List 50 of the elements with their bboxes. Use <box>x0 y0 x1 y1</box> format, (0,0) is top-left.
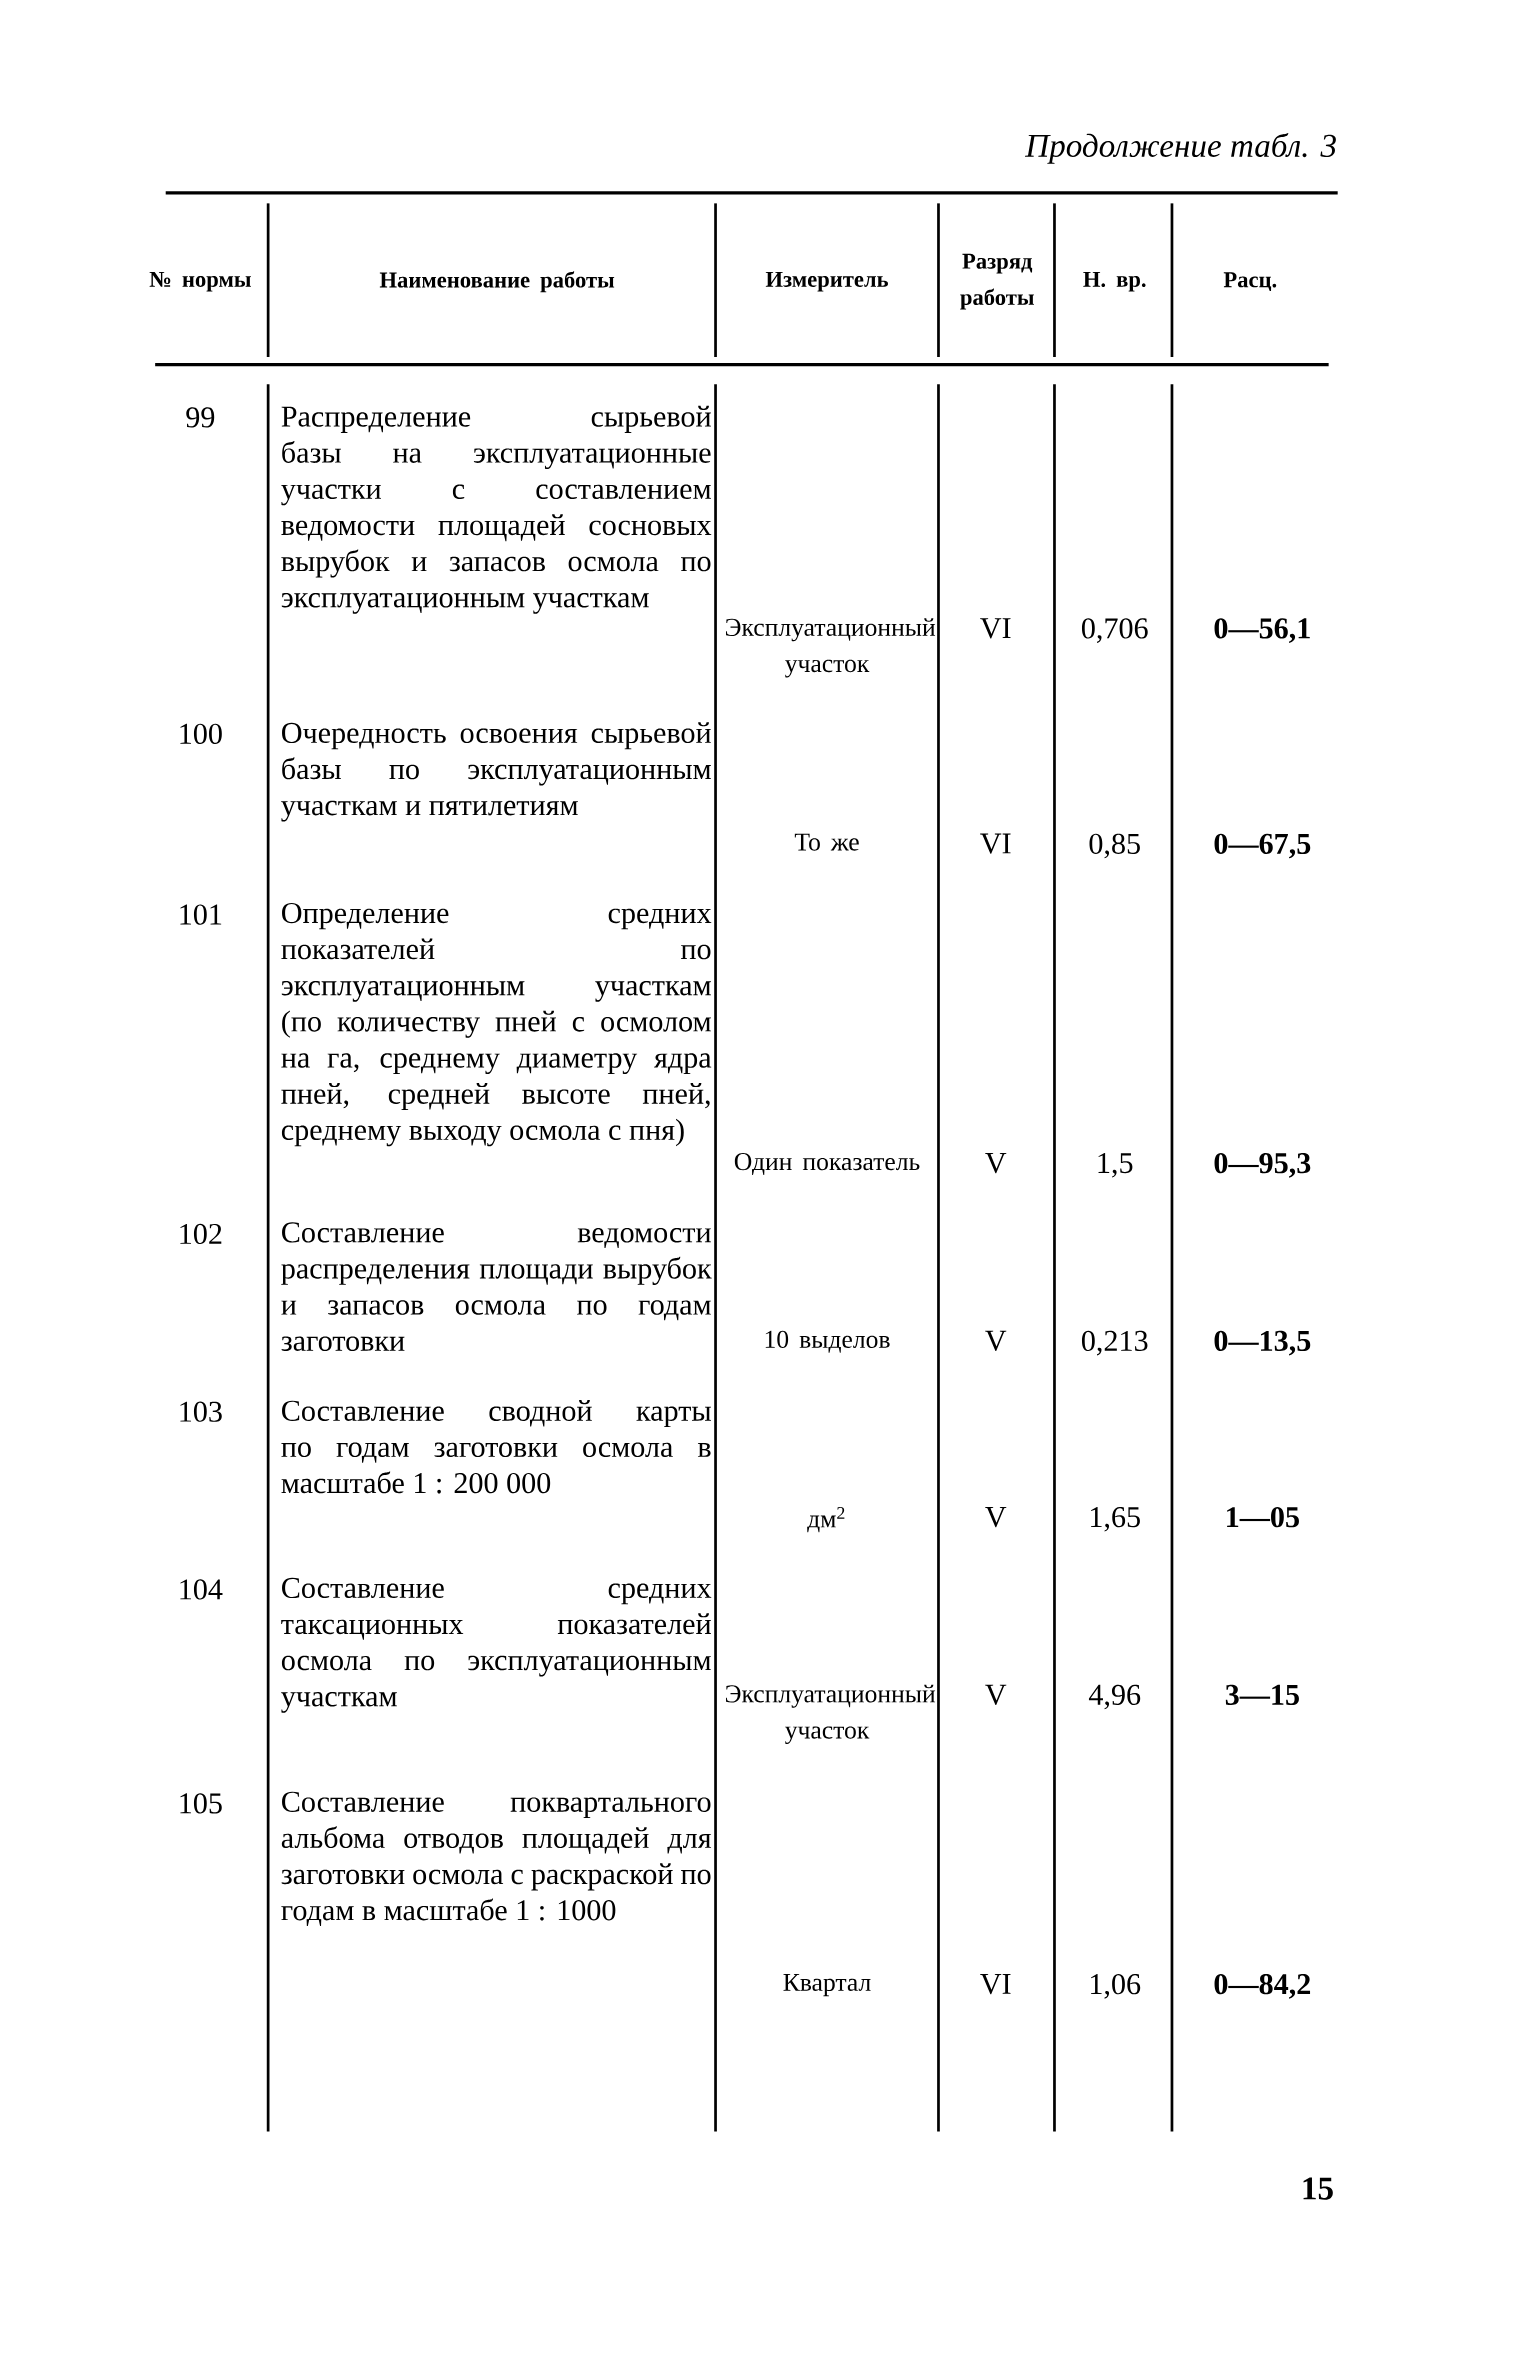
grade-text: V <box>984 1330 1007 1351</box>
norm-number: 102 <box>180 1223 222 1245</box>
time-value: 1,06 <box>1090 1974 1140 1999</box>
work-description: Распределение сырьевой базы на эксплуатационные участки с составлением ведомости площадей сосновых вырубок и запасов осмола по эксплуатационным участкам <box>280 405 711 614</box>
grade-text: VI <box>979 1973 1011 1995</box>
grade-text: V <box>984 1152 1007 1174</box>
norm-number: 104 <box>180 1579 223 1600</box>
time-value: 4,96 <box>1088 1684 1140 1710</box>
column-header: Измеритель <box>765 271 888 292</box>
unit-text: То же <box>794 833 859 851</box>
rate-value: 0—13,5 <box>1214 1330 1310 1356</box>
page-number: 15 <box>1303 2177 1333 2200</box>
column-header: Н. вр. <box>1083 271 1146 292</box>
unit-text: Эксплуатационный участок <box>725 618 935 678</box>
time-value: 0,85 <box>1089 833 1140 859</box>
norm-number: 103 <box>180 1401 222 1422</box>
grade-text: V <box>984 1684 1007 1705</box>
unit-text: Квартал <box>783 1973 871 1997</box>
unit-text: Эксплуатационный участок <box>725 1684 935 1744</box>
rate-value: 0—84,2 <box>1214 1974 1310 1999</box>
work-description: Определение средних показателей по эксплуатационным участкам (по количеству пней с осмолом на га, среднему диаметру ядра пней, средней высоте пней, среднему выходу осмола с пня) <box>281 902 711 1147</box>
running-header: Продолжение табл. 3 <box>1024 132 1336 164</box>
grade-text: V <box>984 1506 1007 1528</box>
time-value: 0,213 <box>1081 1330 1148 1356</box>
unit-text: 10 выделов <box>765 1330 890 1353</box>
rate-value: 0—95,3 <box>1214 1153 1311 1178</box>
rate-value: 3—15 <box>1225 1684 1299 1705</box>
column-header: Наименование работы <box>379 271 614 293</box>
grade-text: VI <box>979 618 1011 639</box>
time-value: 1,65 <box>1090 1507 1140 1532</box>
column-header: № нормы <box>149 271 251 292</box>
rate-value: 1—05 <box>1226 1507 1299 1528</box>
time-value: 1,5 <box>1098 1153 1133 1178</box>
time-value: 0,706 <box>1081 618 1148 643</box>
unit-text: дм$^{2}$ <box>806 1507 845 1533</box>
column-header: Расц. <box>1223 272 1276 292</box>
column-header: Разряд работы <box>960 253 1034 310</box>
work-description: Составление сводной карты по годам заготовки осмола в масштабе 1 : 200 000 <box>281 1400 711 1494</box>
work-description: Составление средних таксационных показателей осмола по эксплуатационным участкам <box>280 1577 711 1713</box>
work-description: Составление ведомости распределения площади вырубок и запасов осмола по годам заготовки <box>281 1222 712 1351</box>
work-description: Составление поквартального альбома отводов площадей для заготовки осмола с раскраской по годам в масштабе 1 : 1000 <box>281 1791 711 1926</box>
norm-number: 105 <box>180 1793 222 1814</box>
norm-number: 100 <box>180 723 222 744</box>
grade-text: VI <box>979 833 1011 854</box>
work-description: Очередность освоения сырьевой базы по эксплуатационным участкам и пятилетиям <box>280 722 711 822</box>
norm-number: 99 <box>186 407 214 428</box>
rate-value: 0—56,1 <box>1214 618 1310 643</box>
rate-value: 0—67,5 <box>1214 833 1310 859</box>
unit-text: Один показатель <box>734 1153 920 1175</box>
norm-number: 101 <box>180 904 221 925</box>
